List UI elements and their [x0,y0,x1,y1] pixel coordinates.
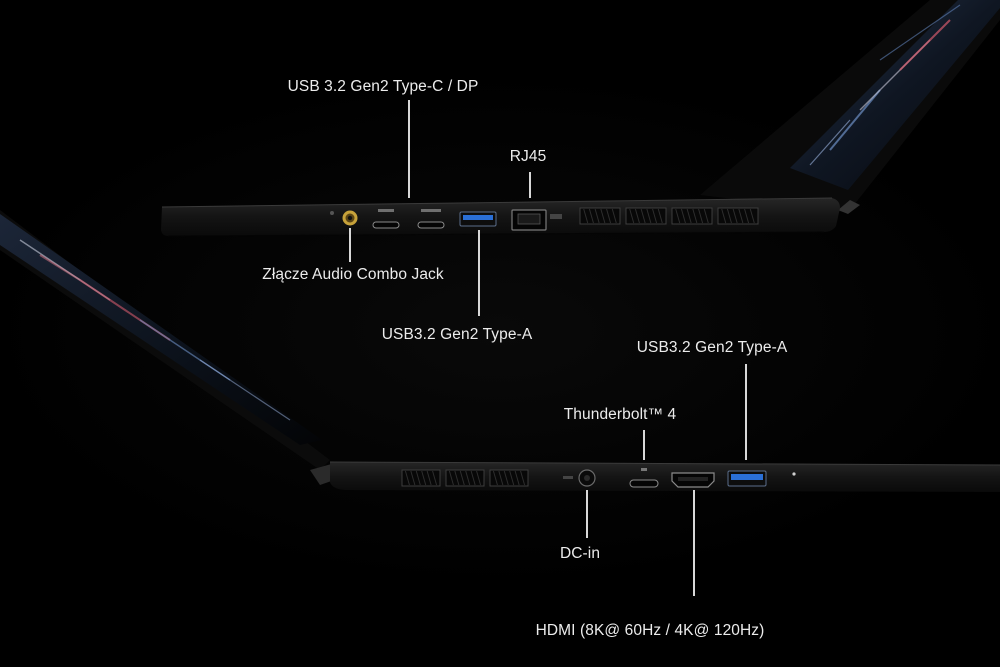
leader-thunderbolt [643,430,645,460]
vent-fin [698,208,704,224]
vent-fin [520,470,526,486]
label-dc-in: DC-in [559,545,601,562]
leader-rj45 [529,172,531,198]
vent-fin [476,470,482,486]
vent-fin [404,470,410,486]
vent-fin [503,470,509,486]
hdmi-port-icon [671,472,715,488]
label-usb-a-right: USB3.2 Gen2 Type-A [636,339,788,356]
usb-c-port-icon [417,209,445,229]
vent-grille-icon [401,469,529,487]
label-hdmi: HDMI (8K@ 60Hz / 4K@ 120Hz) [535,622,765,639]
leader-usb-a-left [478,230,480,316]
vent-fin [600,208,606,224]
label-audio-jack: Złącze Audio Combo Jack [262,266,444,283]
vent-fin [634,208,640,224]
vent-fin [692,208,698,224]
vent-fin [606,208,612,224]
usb-a-port-icon [459,211,497,227]
vent-fin [448,470,454,486]
vent-fin [640,208,646,224]
vent-fin [465,470,471,486]
dc-in-port-icon [563,469,596,487]
leader-usb-c-dp [408,100,410,198]
vent-fin [509,470,515,486]
leader-audio-jack [349,228,351,262]
usb-c-port-icon [372,209,400,229]
vent-fin [703,208,709,224]
vent-fin [749,208,755,224]
label-usb-c-dp: USB 3.2 Gen2 Type-C / DP [287,78,479,95]
vent-fin [657,208,663,224]
vent-grille-icon [579,207,759,225]
vent-fin [415,470,421,486]
usb-a-port-icon [727,470,796,487]
label-usb-a-left: USB3.2 Gen2 Type-A [381,326,533,343]
vent-fin [686,208,692,224]
vent-fin [583,208,589,224]
vent-fin [410,470,416,486]
vent-fin [721,208,727,224]
vent-fin [646,208,652,224]
vent-fin [588,208,594,224]
vent-fin [680,208,686,224]
label-rj45: RJ45 [509,148,547,165]
vent-fin [426,470,432,486]
leader-hdmi [693,490,695,596]
vent-fin [514,470,520,486]
vent-fin [421,470,427,486]
leader-usb-a-right [745,364,747,460]
leader-dc-in [586,490,588,538]
top-laptop-body [161,197,840,237]
vent-fin [611,208,617,224]
audio-jack-icon [330,210,358,226]
label-thunderbolt: Thunderbolt™ 4 [563,406,677,423]
vent-fin [675,208,681,224]
vent-fin [732,208,738,224]
top-laptop-lid [700,0,1000,214]
vent-fin [594,208,600,224]
vent-fin [432,470,438,486]
thunderbolt-port-icon [629,468,659,488]
vent-fin [744,208,750,224]
rj45-port-icon [511,209,562,231]
vent-fin [459,470,465,486]
vent-fin [726,208,732,224]
vent-fin [470,470,476,486]
vent-fin [454,470,460,486]
vent-fin [629,208,635,224]
vent-fin [492,470,498,486]
vent-fin [652,208,658,224]
vent-fin [738,208,744,224]
vent-fin [498,470,504,486]
